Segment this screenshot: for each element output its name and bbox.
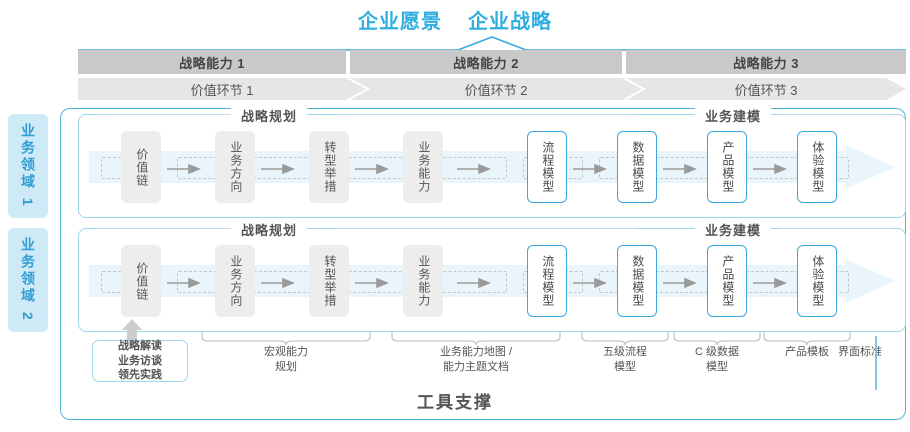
brace-connector-3 — [580, 332, 670, 346]
domain-1-label: 业务领域 1 — [20, 123, 36, 209]
tool-label-line: C 级数据 — [695, 346, 739, 358]
sidebar-item-domain-1[interactable]: 业务领域 1 — [8, 114, 48, 218]
tool-label-line: 模型 — [706, 360, 728, 373]
tool-label-line: 能力主题文档 — [443, 360, 509, 373]
arrow-icon — [753, 276, 788, 289]
arrow-icon — [261, 276, 296, 289]
tool-label-line: 产品模板 — [785, 346, 829, 358]
domain-row-2: 战略规划 业务建模 价值链 业务方向 转型举措 业务能力 流程模型 数据模型 产… — [78, 220, 906, 332]
node-business-direction-2[interactable]: 业务方向 — [215, 245, 255, 317]
tool-support-title: 工具支撑 — [417, 393, 493, 412]
domain-row-1: 战略规划 业务建模 价值链 业务方向 转型举措 业务能力 流程模型 数据模型 产… — [78, 106, 906, 218]
section-title-planning-1: 战略规划 — [231, 106, 308, 124]
tool-label-line: 模型 — [614, 360, 636, 373]
value-chain-header: 价值环节 1 价值环节 2 价值环节 3 — [78, 78, 906, 100]
brace-connector-2 — [390, 332, 562, 346]
node-data-model-2[interactable]: 数据模型 — [617, 245, 657, 317]
sidebar-item-domain-2[interactable]: 业务领域 2 — [8, 228, 48, 332]
up-arrow-icon — [120, 318, 144, 342]
node-value-chain-2[interactable]: 价值链 — [121, 245, 161, 317]
tool-line-2: 业务访谈 — [118, 354, 162, 367]
node-business-capability-2[interactable]: 业务能力 — [403, 245, 443, 317]
value-chain-cell-2: 价值环节 2 — [350, 78, 642, 100]
capability-cell-2: 战略能力 2 — [350, 50, 622, 74]
node-label: 业务能力 — [416, 141, 431, 193]
section-title-modeling-2: 业务建模 — [695, 220, 772, 238]
title-strategy: 企业战略 — [468, 10, 552, 33]
arrow-icon — [167, 162, 202, 175]
strategic-capability-header: 战略能力 1 战略能力 2 战略能力 3 — [78, 50, 906, 74]
node-data-model-1[interactable]: 数据模型 — [617, 131, 657, 203]
node-experience-model-2[interactable]: 体验模型 — [797, 245, 837, 317]
node-label: 业务能力 — [416, 255, 431, 307]
node-label: 体验模型 — [810, 141, 825, 193]
node-label: 数据模型 — [630, 255, 645, 307]
arrow-icon — [167, 276, 202, 289]
arrow-icon — [457, 276, 492, 289]
node-label: 流程模型 — [540, 255, 555, 307]
section-title-modeling-1: 业务建模 — [695, 106, 772, 124]
node-label: 转型举措 — [322, 141, 337, 193]
title-vision: 企业愿景 — [358, 10, 442, 33]
tool-label-line: 五级流程 — [603, 346, 647, 358]
node-label: 数据模型 — [630, 141, 645, 193]
domain-2-label: 业务领域 2 — [20, 237, 36, 323]
node-transformation-2[interactable]: 转型举措 — [309, 245, 349, 317]
node-product-model-2[interactable]: 产品模型 — [707, 245, 747, 317]
node-label: 价值链 — [134, 147, 149, 187]
node-label: 产品模型 — [720, 255, 735, 307]
tool-label-product-template: 产品模板 — [762, 345, 852, 360]
node-transformation-1[interactable]: 转型举措 — [309, 131, 349, 203]
node-product-model-1[interactable]: 产品模型 — [707, 131, 747, 203]
node-label: 流程模型 — [540, 141, 555, 193]
node-process-model-2[interactable]: 流程模型 — [527, 245, 567, 317]
node-label: 转型举措 — [322, 255, 337, 307]
tool-line-1: 战略解读 — [118, 339, 162, 352]
value-chain-cell-3: 价值环节 3 — [626, 78, 906, 100]
tool-label-line: 规划 — [275, 360, 297, 373]
right-divider — [875, 336, 877, 390]
arrow-icon — [457, 162, 492, 175]
arrow-icon — [355, 276, 390, 289]
node-label: 体验模型 — [810, 255, 825, 307]
node-process-model-1[interactable]: 流程模型 — [527, 131, 567, 203]
arrow-icon — [355, 162, 390, 175]
node-label: 产品模型 — [720, 141, 735, 193]
tool-box-strategy-inputs[interactable]: 战略解读 业务访谈 领先实践 — [92, 340, 188, 382]
arrow-icon — [573, 276, 608, 289]
value-chain-cell-1: 价值环节 1 — [78, 78, 366, 100]
node-value-chain-1[interactable]: 价值链 — [121, 131, 161, 203]
arrow-icon — [573, 162, 608, 175]
node-label: 价值链 — [134, 261, 149, 301]
node-label: 业务方向 — [228, 255, 243, 307]
node-experience-model-1[interactable]: 体验模型 — [797, 131, 837, 203]
arrow-icon — [663, 276, 698, 289]
brace-connector-1 — [200, 332, 372, 346]
tool-line-3: 领先实践 — [118, 369, 162, 382]
tool-label-macro-capability: 宏观能力 规划 — [236, 345, 336, 375]
node-business-direction-1[interactable]: 业务方向 — [215, 131, 255, 203]
tool-label-line: 业务能力地图 / — [439, 346, 513, 358]
tool-label-c-level-data: C 级数据 模型 — [672, 345, 762, 375]
arrow-icon — [261, 162, 296, 175]
tool-label-ui-standard: 界面标准 — [838, 345, 910, 360]
arrow-icon — [753, 162, 788, 175]
tool-label-five-level-process: 五级流程 模型 — [580, 345, 670, 375]
capability-cell-1: 战略能力 1 — [78, 50, 346, 74]
brace-connector-4 — [672, 332, 762, 346]
tool-label-line: 宏观能力 — [264, 346, 308, 358]
brace-connector-5 — [762, 332, 852, 346]
tool-label-line: 界面标准 — [838, 346, 882, 358]
arrow-icon — [663, 162, 698, 175]
capability-cell-3: 战略能力 3 — [626, 50, 906, 74]
diagram-title: 企业愿景 企业战略 — [0, 4, 910, 34]
section-title-planning-2: 战略规划 — [231, 220, 308, 238]
node-business-capability-1[interactable]: 业务能力 — [403, 131, 443, 203]
node-label: 业务方向 — [228, 141, 243, 193]
tool-label-capability-map: 业务能力地图 / 能力主题文档 — [406, 345, 546, 375]
